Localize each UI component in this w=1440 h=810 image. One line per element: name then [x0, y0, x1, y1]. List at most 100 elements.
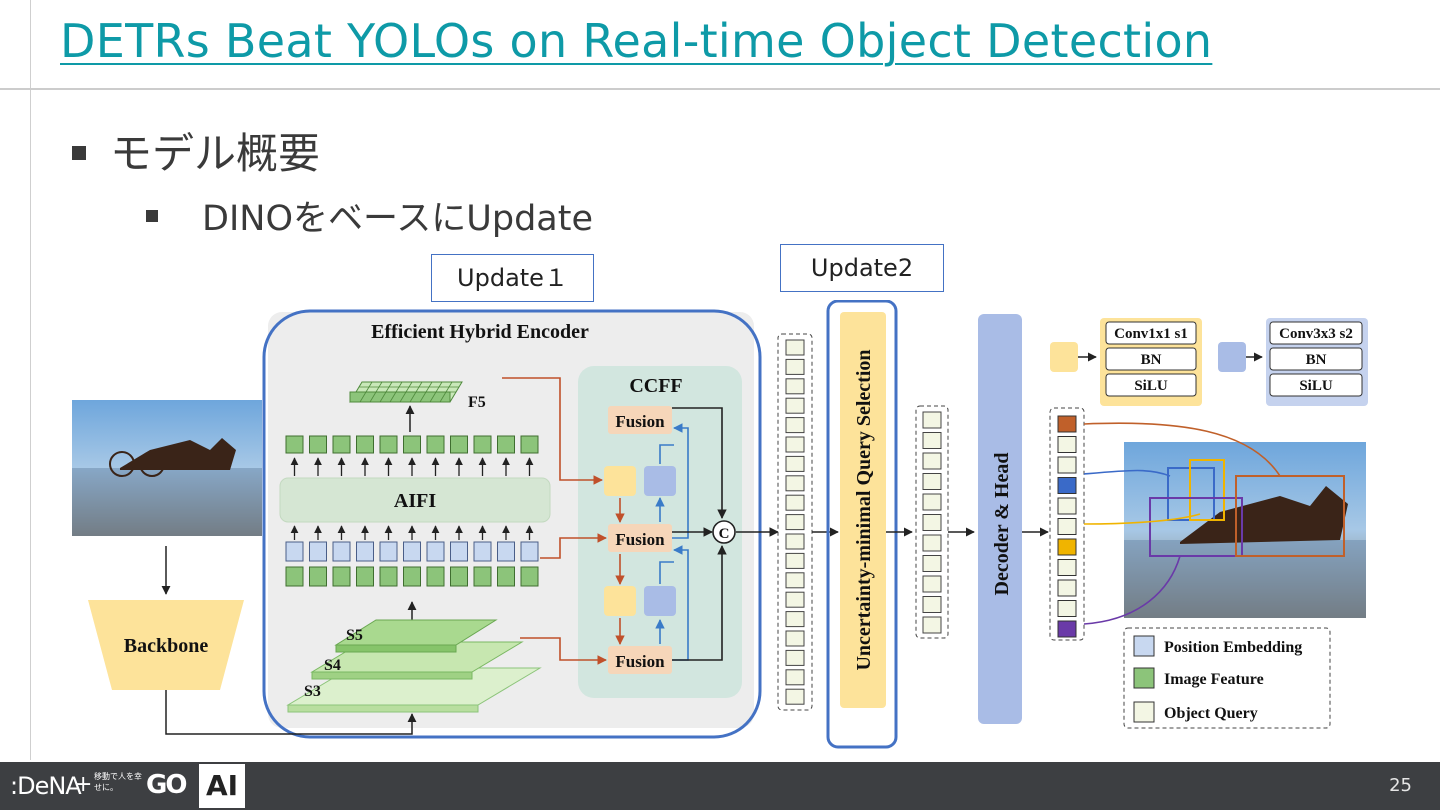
f5-label: F5	[468, 394, 486, 411]
position-embedding-row	[285, 541, 539, 562]
output-image	[1124, 442, 1366, 618]
token-cell	[426, 435, 445, 454]
query-cell	[785, 436, 805, 453]
query-cell	[785, 494, 805, 511]
legend-swatch-object-query	[1133, 701, 1155, 723]
output-query-cell	[1057, 436, 1077, 453]
feature-cell	[285, 566, 304, 587]
token-cell	[379, 435, 398, 454]
query-cell	[785, 514, 805, 531]
feature-cell	[332, 566, 351, 587]
bullet-level2: DINOをベースにUpdate	[146, 190, 593, 241]
embedding-cell	[356, 541, 374, 562]
legend-object-query: Object Query	[1164, 705, 1258, 722]
aifi-block	[279, 477, 551, 523]
query-cell	[785, 669, 805, 686]
embedding-cell	[403, 541, 421, 562]
footer-bar: :DeNA + 移動で人を幸せに。 GO AI 25	[0, 762, 1440, 810]
embedding-cell	[332, 541, 351, 562]
output-query-cell	[1057, 477, 1077, 494]
f5-feature-map	[349, 381, 463, 403]
output-query-cell	[1057, 538, 1077, 556]
legend-swatch-image-feature	[1133, 667, 1155, 689]
backbone-label: Backbone	[124, 635, 209, 657]
embedding-cell	[309, 541, 327, 562]
feature-cell	[426, 566, 445, 587]
embedding-cell	[497, 541, 515, 562]
logo-plus: +	[74, 772, 93, 797]
output-query-cell	[1057, 579, 1077, 597]
token-cell	[309, 435, 327, 454]
output-query-cell	[1057, 620, 1077, 638]
slide-title[interactable]: DETRs Beat YOLOs on Real-time Object Det…	[60, 14, 1213, 68]
ccff-title: CCFF	[629, 375, 682, 397]
feature-cell	[309, 566, 327, 587]
legend-swatch-position	[1133, 635, 1155, 657]
s3-label: S3	[304, 683, 321, 700]
left-guide-line	[30, 0, 31, 760]
update2-highlight	[826, 300, 898, 749]
embedding-cell	[450, 541, 468, 562]
bullet-square-icon	[146, 210, 158, 222]
selected-query-cell	[922, 411, 942, 429]
query-cell	[785, 649, 805, 666]
token-cell	[497, 435, 515, 454]
feature-cell	[497, 566, 515, 587]
fusion-label-bottom: Fusion	[615, 652, 665, 671]
dena-logo: :DeNA	[10, 772, 82, 800]
token-cell	[332, 435, 351, 454]
output-query-cell	[1057, 415, 1077, 433]
encoder-title: Efficient Hybrid Encoder	[371, 321, 589, 343]
s3-s4-s5-stack	[286, 619, 542, 713]
bullet-level1-text: モデル概要	[110, 129, 321, 178]
silu-label-1: SiLU	[1134, 378, 1168, 394]
selected-query-cell	[922, 452, 942, 470]
token-cell	[285, 435, 304, 454]
update2-callout: Update2	[780, 244, 944, 292]
token-cell	[356, 435, 374, 454]
token-cell	[520, 435, 539, 454]
input-image	[72, 400, 262, 536]
query-cell	[785, 417, 805, 434]
conv3-label: Conv3x3 s2	[1279, 326, 1353, 342]
fusion-block-top	[608, 406, 672, 434]
aifi-label: AIFI	[394, 490, 436, 512]
query-cell	[785, 611, 805, 628]
bullet-level1: モデル概要	[72, 120, 320, 181]
concat-label: C	[719, 526, 730, 542]
selected-query-cell	[922, 514, 942, 531]
query-cell	[785, 397, 805, 414]
title-divider	[0, 88, 1440, 90]
page-number: 25	[1389, 775, 1412, 796]
fusion-block-bottom	[608, 646, 672, 674]
legend-box	[1123, 627, 1331, 729]
token-row-top	[285, 435, 539, 454]
backbone-block	[88, 600, 244, 690]
feature-cell	[356, 566, 374, 587]
legend-image-feature: Image Feature	[1164, 671, 1264, 688]
query-selection-block	[840, 312, 886, 708]
conv3x3-block-b	[644, 586, 676, 616]
query-cell	[785, 339, 805, 356]
selected-query-cell	[922, 616, 942, 634]
query-cell	[785, 533, 805, 550]
s4-label: S4	[324, 657, 341, 674]
query-cell	[785, 591, 805, 608]
s5-label: S5	[346, 627, 363, 644]
output-query-cell	[1057, 600, 1077, 617]
embedding-cell	[520, 541, 539, 562]
query-cell	[785, 630, 805, 647]
selected-query-cell	[922, 493, 942, 511]
bn-label-1: BN	[1141, 352, 1162, 368]
image-feature-row	[285, 566, 539, 587]
feature-cell	[520, 566, 539, 587]
bullet-square-icon	[72, 145, 86, 160]
selected-query-cell	[922, 473, 942, 490]
feature-cell	[403, 566, 421, 587]
legend-position-embedding: Position Embedding	[1164, 639, 1302, 656]
output-query-cell	[1057, 497, 1077, 515]
fusion-label-middle: Fusion	[615, 530, 665, 549]
concat-node	[712, 520, 736, 544]
conv3x3-block-a	[644, 466, 676, 496]
embedding-cell	[379, 541, 398, 562]
